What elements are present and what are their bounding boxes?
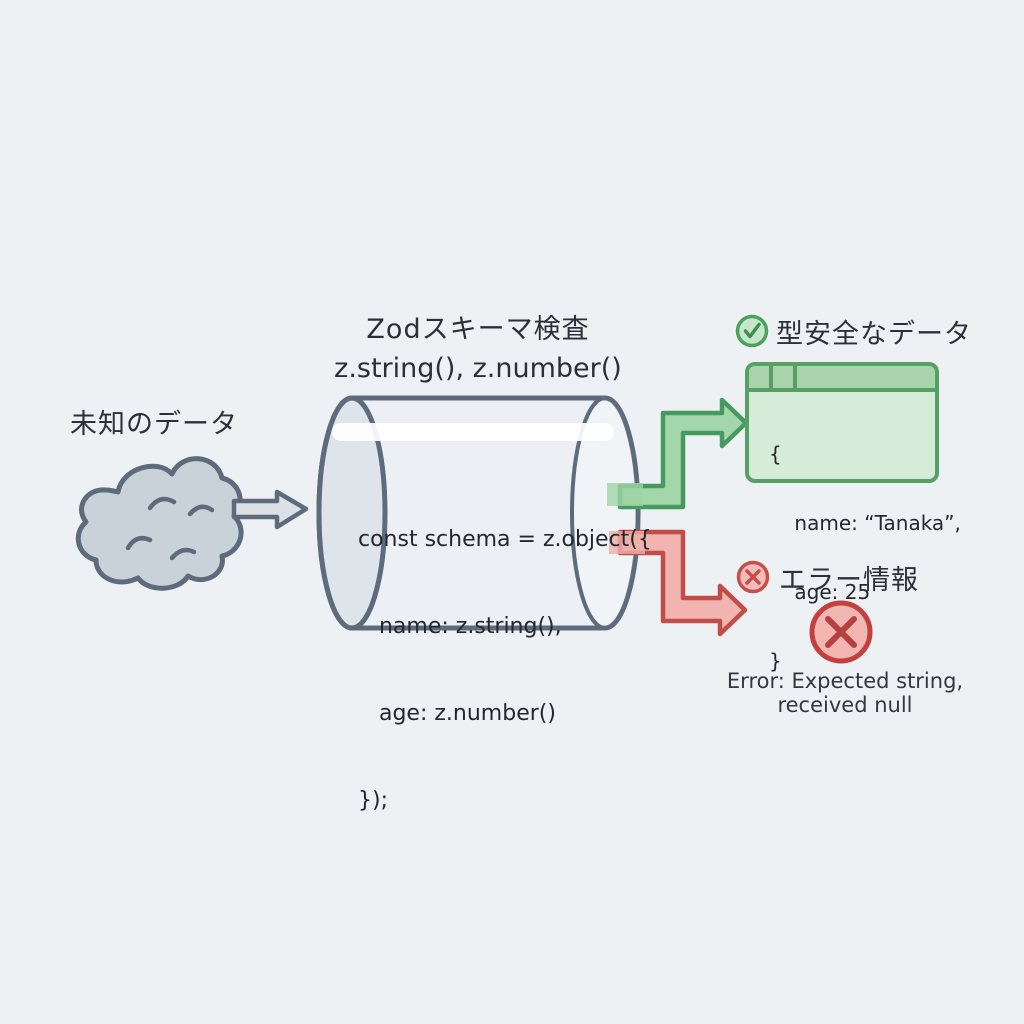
success-json-block: { name: “Tanaka”, age: 25 }: [749, 392, 961, 719]
validator-subtitle: z.string(), z.number(): [334, 353, 622, 384]
error-label-row: エラー情報: [737, 559, 1017, 596]
success-json-line: {: [769, 442, 782, 466]
unknown-data-label: 未知のデータ: [70, 409, 238, 440]
error-message-line: Error: Expected string,: [726, 669, 964, 693]
x-circle-large-icon: [809, 600, 873, 664]
check-circle-icon: [735, 314, 769, 348]
validator-title: Zodスキーマ検査 z.string(), z.number(): [278, 310, 678, 388]
error-port: [609, 531, 645, 554]
schema-code-line: age: z.number(): [358, 701, 556, 726]
error-label: エラー情報: [779, 564, 919, 596]
cylinder-left-face: [316, 395, 388, 631]
validator-title-line: Zodスキーマ検査: [366, 314, 590, 345]
cloud-icon: [75, 456, 244, 591]
success-json-line: }: [769, 649, 782, 673]
success-label-row: 型安全なデータ: [736, 313, 1016, 350]
success-json-line: age: 25: [769, 580, 871, 604]
cylinder-highlight: [332, 423, 614, 441]
schema-code-line: const schema = z.object({: [358, 527, 652, 552]
success-port: [607, 483, 643, 506]
success-window-titlebar: [749, 366, 935, 392]
schema-code-line: name: z.string(),: [358, 614, 562, 639]
success-arrow-icon: [617, 397, 749, 510]
window-tab: [749, 366, 773, 388]
error-message: Error: Expected string, received null: [710, 669, 980, 717]
window-tab: [773, 366, 797, 388]
error-arrow-icon: [617, 529, 748, 637]
schema-code-line: });: [358, 788, 388, 813]
error-message-line: received null: [777, 693, 913, 717]
x-circle-small-icon: [736, 560, 770, 594]
schema-code-block: const schema = z.object({ name: z.string…: [358, 467, 652, 873]
cylinder-right-face: [570, 396, 640, 630]
success-data-window: { name: “Tanaka”, age: 25 }: [745, 362, 961, 673]
success-json-line: name: “Tanaka”,: [769, 511, 961, 535]
validator-cylinder: [316, 395, 641, 631]
success-label: 型安全なデータ: [776, 318, 972, 350]
input-arrow-icon: [231, 489, 309, 530]
